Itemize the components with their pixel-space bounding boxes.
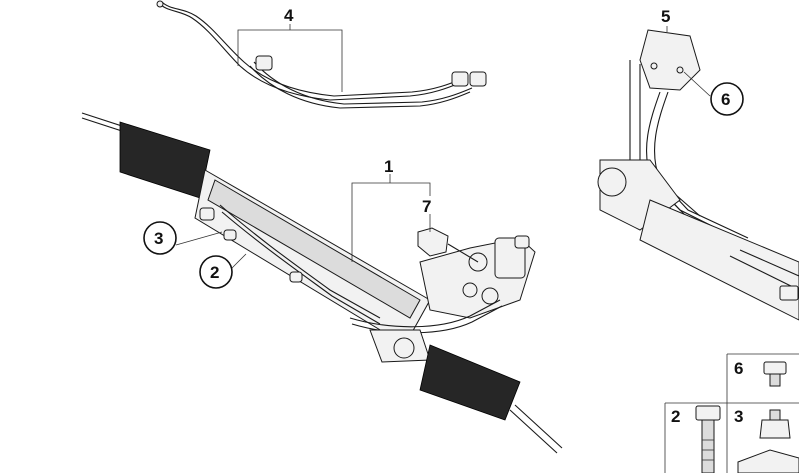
legend-label-3: 3 (734, 407, 743, 426)
fitting-4b (451, 71, 469, 87)
fitting-4c (469, 71, 487, 87)
hardware-legend: 6 2 3 (664, 353, 799, 473)
bracket-4 (237, 29, 343, 92)
label-part-1: 1 (384, 157, 393, 176)
legend-label-2: 2 (671, 407, 680, 426)
bolt-part-6-icon (763, 361, 787, 387)
label-part-5: 5 (661, 7, 670, 26)
fitting-4a (255, 55, 273, 71)
bolt-part-2-icon (695, 405, 721, 473)
callout-part-2 (199, 255, 233, 289)
hydraulic-lines-part-4 (156, 0, 487, 109)
rack-detail-right (597, 29, 799, 321)
right-bellows (419, 344, 521, 421)
callout-part-6 (710, 82, 744, 116)
fitting-part-7 (417, 227, 479, 263)
left-bellows (119, 121, 211, 199)
bracket-1 (351, 182, 431, 262)
heat-shield-part-5 (639, 29, 701, 91)
label-part-7: 7 (422, 197, 431, 216)
callout-part-3 (143, 221, 177, 255)
bracket-part-icon (737, 449, 799, 473)
nut-part-3-icon (759, 409, 791, 439)
label-part-6: 6 (721, 90, 730, 109)
label-part-4: 4 (284, 6, 294, 25)
label-part-3: 3 (154, 229, 163, 248)
steering-rack (81, 112, 563, 454)
legend-label-6: 6 (734, 359, 743, 378)
label-part-2: 2 (210, 263, 219, 282)
